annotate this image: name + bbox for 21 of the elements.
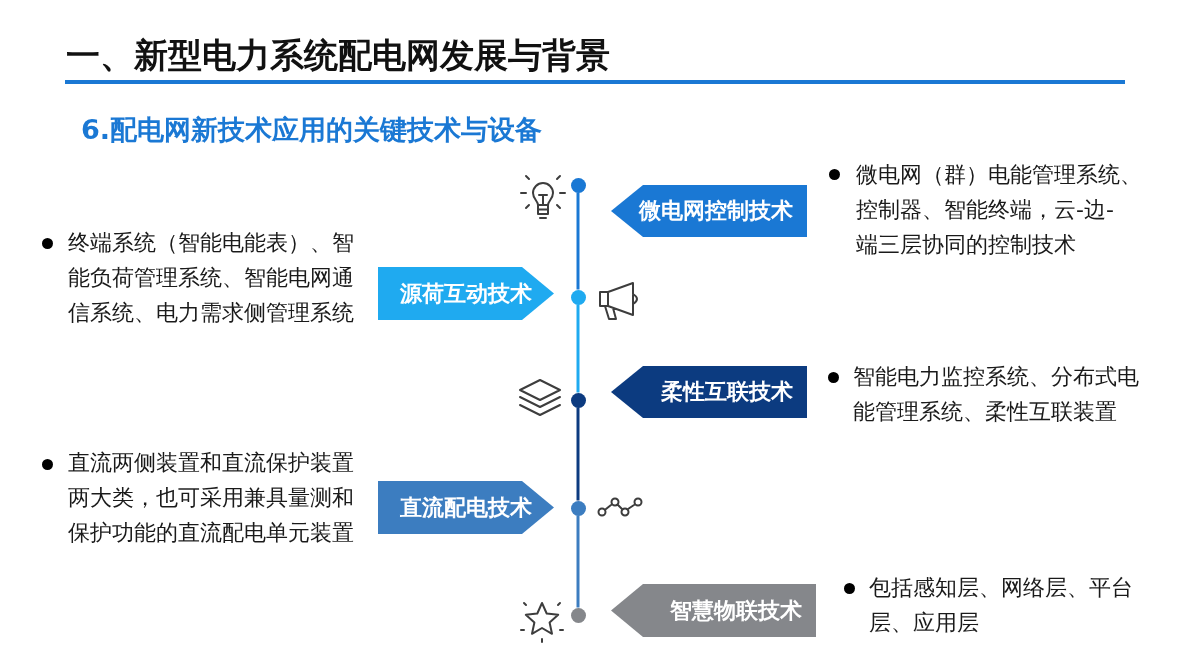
bullet-text: 终端系统（智能电能表）、智能负荷管理系统、智能电网通信系统、电力需求侧管理系统	[68, 229, 355, 327]
arrow-banner: 柔性互联技术	[611, 366, 807, 418]
timeline-dot	[570, 177, 586, 193]
arrow-banner: 微电网控制技术	[611, 185, 807, 237]
arrow-banner: 智慧物联技术	[611, 584, 816, 637]
bullet-text: 微电网（群）电能管理系统、控制器、智能终端，云-边-端三层协同的控制技术	[856, 161, 1143, 259]
arrow-banner: 直流配电技术	[378, 481, 554, 534]
timeline-line	[576, 304, 580, 393]
bullet-text: 包括感知层、网络层、平台层、应用层	[869, 574, 1134, 637]
slide-title: 一、新型电力系统配电网发展与背景	[66, 34, 610, 76]
arrow-banner: 源荷互动技术	[378, 267, 554, 320]
timeline-line	[576, 407, 580, 501]
timeline-dot	[570, 289, 586, 305]
bullet-text: 直流两侧装置和直流保护装置两大类，也可采用兼具量测和保护功能的直流配电单元装置	[68, 449, 355, 547]
timeline-dot	[570, 392, 586, 408]
timeline-line	[576, 192, 580, 290]
timeline-dot	[570, 607, 586, 623]
section-heading: 6.配电网新技术应用的关键技术与设备	[81, 113, 543, 147]
timeline-dot	[570, 500, 586, 516]
timeline-line	[576, 515, 580, 608]
bullet-text: 智能电力监控系统、分布式电能管理系统、柔性互联装置	[853, 363, 1140, 426]
